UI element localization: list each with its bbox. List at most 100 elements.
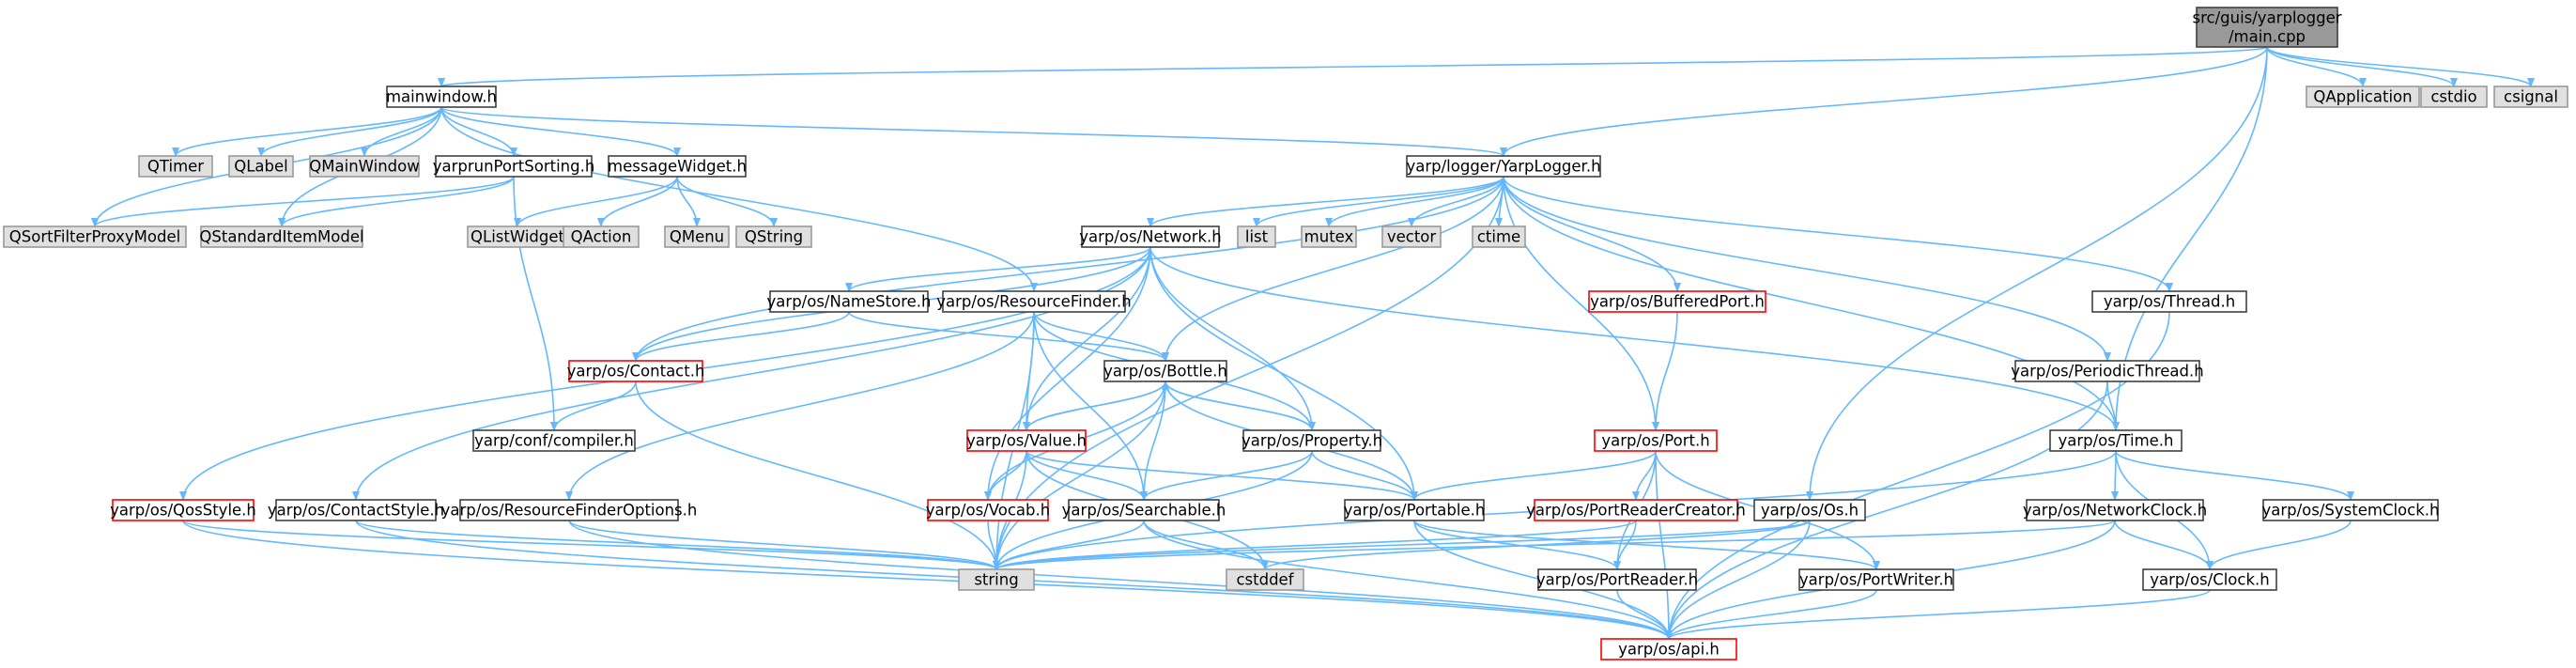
node-Portable[interactable]: yarp/os/Portable.h — [1344, 499, 1486, 521]
node-Vocab[interactable]: yarp/os/Vocab.h — [926, 499, 1050, 521]
node-box-SystemClock — [2262, 499, 2439, 521]
node-Port[interactable]: yarp/os/Port.h — [1594, 429, 1718, 452]
node-YarpLogger[interactable]: yarp/logger/YarpLogger.h — [1406, 155, 1601, 178]
edge-layer — [91, 46, 2535, 640]
node-label-QApplication: QApplication — [2313, 88, 2412, 106]
node-Property[interactable]: yarp/os/Property.h — [1242, 429, 1382, 452]
node-QMainWindow: QMainWindow — [309, 155, 420, 178]
node-NetworkClock[interactable]: yarp/os/NetworkClock.h — [2023, 499, 2207, 521]
node-label-compiler: yarp/conf/compiler.h — [474, 432, 634, 450]
node-box-QosStyle — [112, 499, 255, 521]
edge-Network-to-Property — [1149, 246, 1316, 431]
node-box-QLabel — [228, 155, 294, 178]
node-ResourceFinderOptions[interactable]: yarp/os/ResourceFinderOptions.h — [441, 499, 698, 521]
edge-NameStore-to-Contact — [632, 311, 850, 362]
node-label-Portable: yarp/os/Portable.h — [1344, 502, 1486, 520]
edge-BufferedPort-to-Port — [1652, 311, 1678, 431]
node-label-api: yarp/os/api.h — [1618, 641, 1720, 659]
edge-ResourceFinder-to-ResourceFinderOptions — [565, 311, 1035, 501]
node-box-Os — [1753, 499, 1866, 521]
node-ResourceFinder[interactable]: yarp/os/ResourceFinder.h — [936, 290, 1132, 313]
node-BufferedPort[interactable]: yarp/os/BufferedPort.h — [1588, 290, 1766, 313]
node-label-QosStyle: yarp/os/QosStyle.h — [110, 502, 256, 520]
edge-YarpLogger-to-Network — [1147, 176, 1504, 227]
edge-NetworkClock-to-Clock — [2114, 520, 2214, 570]
node-mainwindow[interactable]: mainwindow.h — [386, 85, 497, 108]
node-box-csignal — [2493, 85, 2568, 108]
edge-Searchable-to-string — [993, 520, 1145, 570]
node-Clock[interactable]: yarp/os/Clock.h — [2142, 568, 2277, 591]
node-label-Value: yarp/os/Value.h — [966, 432, 1087, 450]
node-label-QAction: QAction — [571, 228, 632, 246]
node-box-list — [1237, 225, 1276, 248]
edge-main-to-mainwindow — [438, 46, 2268, 87]
node-string: string — [958, 568, 1035, 591]
node-Network[interactable]: yarp/os/Network.h — [1079, 225, 1222, 248]
edge-Property-to-Portable — [1311, 450, 1418, 501]
edge-Bottle-to-string — [993, 381, 1166, 570]
edge-main-to-cstdio — [2266, 46, 2458, 87]
edge-ResourceFinder-to-Bottle — [1033, 311, 1169, 362]
node-box-QString — [735, 225, 812, 248]
edge-Clock-to-api — [1665, 589, 2211, 640]
node-Bottle[interactable]: yarp/os/Bottle.h — [1103, 360, 1227, 382]
node-label-csignal: csignal — [2504, 88, 2558, 106]
node-ContactStyle[interactable]: yarp/os/ContactStyle.h — [268, 499, 444, 521]
edge-mainwindow-to-ResourceFinder — [440, 106, 1038, 292]
edge-Port-to-Portable — [1411, 450, 1657, 501]
node-Value[interactable]: yarp/os/Value.h — [966, 429, 1087, 452]
node-label-string: string — [974, 571, 1018, 589]
edge-main-to-csignal — [2266, 46, 2535, 87]
edge-Property-to-Bottle — [1162, 381, 1313, 431]
edge-mainwindow-to-QTimer — [172, 106, 442, 157]
node-label-PortReaderCreator: yarp/os/PortReaderCreator.h — [1526, 502, 1746, 520]
node-label-mutex: mutex — [1304, 228, 1354, 246]
node-box-Vocab — [927, 499, 1049, 521]
edge-ResourceFinderOptions-to-string — [568, 520, 1000, 570]
node-Searchable[interactable]: yarp/os/Searchable.h — [1062, 499, 1226, 521]
node-NameStore[interactable]: yarp/os/NameStore.h — [767, 290, 932, 313]
edge-QosStyle-to-api — [182, 520, 1673, 640]
edge-messageWidget-to-QMenu — [676, 176, 701, 227]
edge-Time-to-SystemClock — [2115, 450, 2354, 501]
edge-Network-to-Value — [1023, 246, 1151, 431]
edge-YarpLogger-to-Contact — [632, 176, 1504, 362]
node-box-BufferedPort — [1588, 290, 1766, 313]
node-label-Network: yarp/os/Network.h — [1079, 228, 1222, 246]
node-compiler[interactable]: yarp/conf/compiler.h — [472, 429, 636, 452]
node-mutex: mutex — [1301, 225, 1357, 248]
node-SystemClock[interactable]: yarp/os/SystemClock.h — [2261, 499, 2440, 521]
node-label-main-line1: /main.cpp — [2229, 28, 2306, 46]
node-PortReader[interactable]: yarp/os/PortReader.h — [1536, 568, 1698, 591]
node-Os[interactable]: yarp/os/Os.h — [1753, 499, 1866, 521]
node-Thread[interactable]: yarp/os/Thread.h — [2091, 290, 2247, 313]
node-label-vector: vector — [1387, 228, 1437, 246]
edge-NameStore-to-Bottle — [848, 311, 1169, 362]
edge-ContactStyle-to-string — [355, 520, 1000, 570]
node-Contact[interactable]: yarp/os/Contact.h — [567, 360, 705, 382]
node-main[interactable]: src/guis/yarplogger/main.cpp — [2192, 7, 2342, 48]
node-QMenu: QMenu — [664, 225, 730, 248]
node-label-main-line0: src/guis/yarplogger — [2192, 9, 2341, 27]
node-PeriodicThread[interactable]: yarp/os/PeriodicThread.h — [2011, 360, 2204, 382]
edge-PortReaderCreator-to-string — [993, 520, 1637, 570]
node-PortWriter[interactable]: yarp/os/PortWriter.h — [1798, 568, 1954, 591]
node-QosStyle[interactable]: yarp/os/QosStyle.h — [110, 499, 256, 521]
edge-mainwindow-to-messageWidget — [440, 106, 681, 157]
edge-Portable-to-PortReader — [1413, 520, 1621, 570]
node-QApplication: QApplication — [2306, 85, 2420, 108]
node-messageWidget[interactable]: messageWidget.h — [608, 155, 747, 178]
node-label-YarpLogger: yarp/logger/YarpLogger.h — [1406, 158, 1600, 176]
node-label-Os: yarp/os/Os.h — [1761, 502, 1859, 520]
node-box-mainwindow — [386, 85, 497, 108]
node-vector: vector — [1381, 225, 1442, 248]
node-yarprunPortSorting[interactable]: yarprunPortSorting.h — [433, 155, 595, 178]
edge-YarpLogger-to-BufferedPort — [1503, 176, 1681, 292]
edge-mainwindow-to-YarpLogger — [440, 106, 1507, 157]
node-Time[interactable]: yarp/os/Time.h — [2049, 429, 2183, 452]
edge-yarprunPortSorting-to-QStandardItemModel — [278, 176, 515, 227]
node-label-ResourceFinder: yarp/os/ResourceFinder.h — [936, 293, 1132, 311]
node-api[interactable]: yarp/os/api.h — [1600, 638, 1737, 660]
node-PortReaderCreator[interactable]: yarp/os/PortReaderCreator.h — [1526, 499, 1746, 521]
